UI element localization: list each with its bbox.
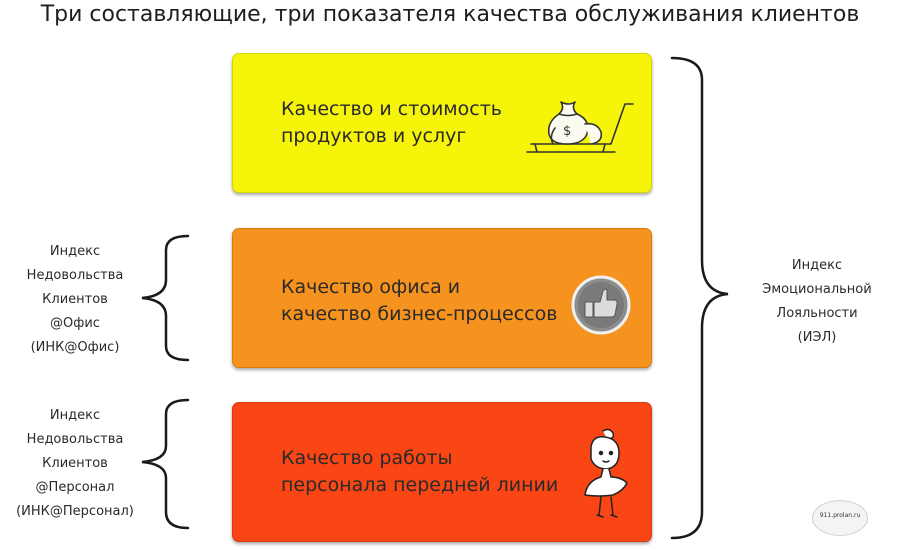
box-staff-quality: Качество работы персонала передней линии [232, 402, 652, 542]
left-label-staff-line1: Индекс [49, 408, 101, 423]
person-sketch-icon [584, 428, 628, 518]
left-label-office-line2: Недовольства [26, 268, 124, 283]
svg-text:$: $ [563, 124, 571, 139]
left-label-office-line4: @Офис [50, 316, 100, 331]
thumbs-up-icon [571, 275, 631, 335]
box-products-quality-text: Качество и стоимость продуктов и услуг [281, 96, 502, 150]
box-office-quality-text: Качество офиса и качество бизнес-процесс… [281, 274, 557, 328]
left-label-staff-line2: Недовольства [26, 432, 124, 447]
diagram-title: Три составляющие, три показателя качеств… [40, 2, 860, 27]
right-label-loyalty: Индекс Эмоциональной Лояльности (ИЭЛ) [742, 254, 892, 350]
right-label-loyalty-line2: Эмоциональной [762, 282, 872, 297]
left-label-office-line3: Клиентов [42, 292, 108, 307]
left-label-office: Индекс Недовольства Клиентов @Офис (ИНК@… [10, 240, 140, 360]
box-office-quality: Качество офиса и качество бизнес-процесс… [232, 228, 652, 368]
site-logo: 911.prolan.ru [812, 500, 868, 536]
left-label-staff-line4: @Персонал [35, 480, 115, 495]
left-label-office-line1: Индекс [49, 244, 101, 259]
left-label-staff-line5: (ИНК@Персонал) [16, 504, 134, 519]
box-staff-quality-line2: персонала передней линии [281, 474, 559, 496]
box-staff-quality-line1: Качество работы [281, 447, 453, 469]
money-cart-icon: $ [526, 101, 634, 153]
box-office-quality-line2: качество бизнес-процессов [281, 303, 558, 325]
left-label-office-line5: (ИНК@Офис) [30, 340, 120, 355]
left-label-staff-line3: Клиентов [42, 456, 108, 471]
box-staff-quality-text: Качество работы персонала передней линии [281, 445, 558, 499]
box-products-quality-line2: продуктов и услуг [281, 125, 467, 147]
box-products-quality-line1: Качество и стоимость [281, 98, 502, 120]
right-label-loyalty-line3: Лояльности [776, 306, 858, 321]
box-office-quality-line1: Качество офиса и [281, 276, 461, 298]
box-products-quality: Качество и стоимость продуктов и услуг $ [232, 53, 652, 193]
right-label-loyalty-line4: (ИЭЛ) [797, 330, 837, 345]
left-label-staff: Индекс Недовольства Клиентов @Персонал (… [4, 404, 146, 524]
right-label-loyalty-line1: Индекс [791, 258, 843, 273]
